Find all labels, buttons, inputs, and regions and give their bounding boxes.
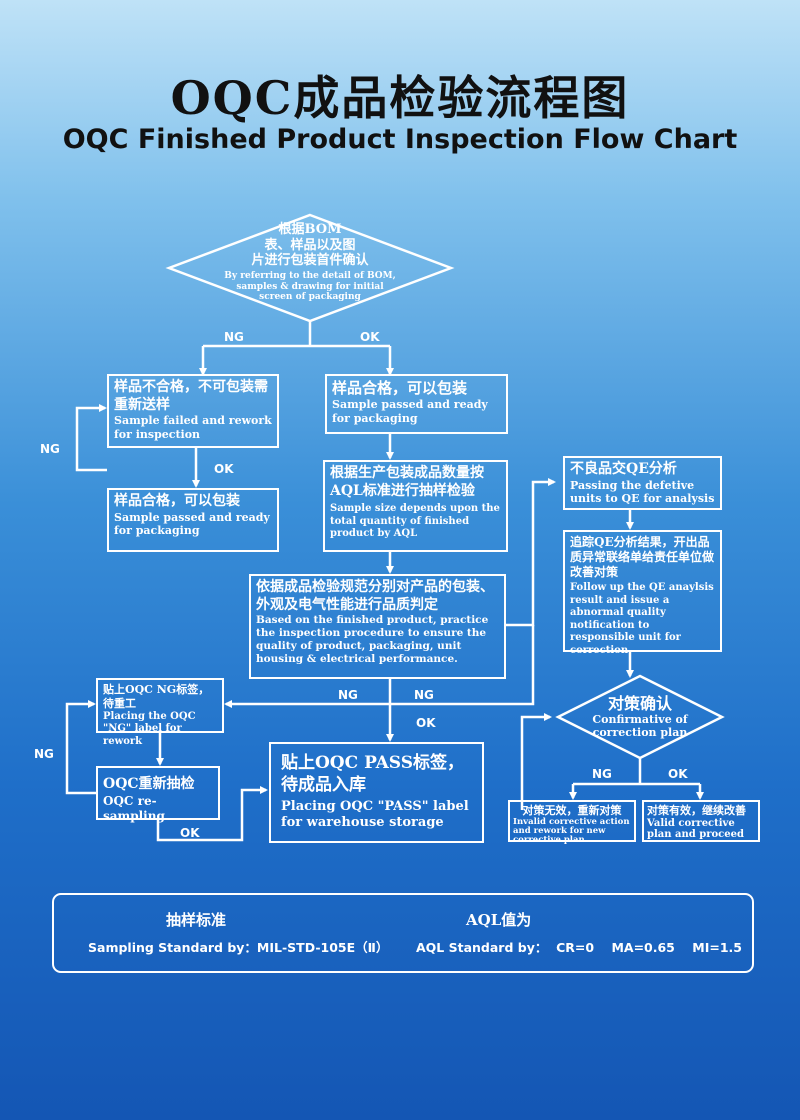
start-cn-line1: 根据BOM — [278, 222, 342, 237]
box-resampling: OQC重新抽检 OQC re-sampling — [96, 766, 220, 823]
invalid-en: Invalid corrective action and rework for… — [513, 816, 630, 846]
start-en-line3: screen of packaging — [259, 292, 361, 303]
page-title-cn: OQC成品检验流程图 — [170, 71, 630, 125]
footer-aql-cn: AQL值为 — [466, 911, 532, 929]
footer-sampling-en: Sampling Standard by：MIL-STD-105E（Ⅱ） — [88, 940, 389, 955]
sample-passed-left-en: Sample passed and ready for packaging — [114, 510, 270, 538]
label-ok-resample: OK — [180, 826, 200, 840]
pass-storage-cn: 贴上OQC PASS标签，待成品入库 — [281, 753, 464, 796]
sample-failed-cn: 样品不合格，不可包装需重新送样 — [114, 379, 268, 413]
valid-cn: 对策有效，继续改善 — [647, 804, 746, 817]
invalid-cn: 对策无效，重新对策 — [522, 804, 622, 817]
resampling-cn: OQC重新抽检 — [103, 776, 195, 792]
ng-label-en: Placing the OQC "NG" label for rework — [103, 710, 196, 747]
qe-analysis-en: Passing the defetive units to QE for ana… — [570, 478, 715, 506]
label-ok-confirm: OK — [668, 767, 688, 781]
box-aql-sampling: 根据生产包装成品数量按AQL标准进行抽样检验 Sample size depen… — [323, 460, 508, 552]
box-pass-storage: 贴上OQC PASS标签，待成品入库 Placing OQC "PASS" la… — [269, 742, 484, 843]
box-sample-passed: 样品合格，可以包装 Sample passed and ready for pa… — [325, 374, 508, 434]
box-ng-label: 贴上OQC NG标签，待重工 Placing the OQC "NG" labe… — [96, 678, 224, 747]
valid-en: Valid corrective plan and proceed — [647, 817, 744, 840]
label-ng-left-loop: NG — [40, 442, 60, 456]
label-ok-left: OK — [214, 462, 234, 476]
label-ng-judge-2: NG — [414, 688, 434, 702]
start-en-line1: By referring to the detail of BOM, — [224, 270, 396, 281]
label-ok-start: OK — [360, 330, 380, 344]
qe-analysis-cn: 不良品交QE分析 — [570, 461, 677, 477]
box-sample-failed: 样品不合格，不可包装需重新送样 Sample failed and rework… — [107, 374, 279, 448]
label-ng-resample-loop: NG — [34, 747, 54, 761]
box-valid: 对策有效，继续改善 Valid corrective plan and proc… — [642, 800, 760, 842]
start-en-line2: samples & drawing for initial — [236, 281, 384, 292]
confirm-node: 对策确认 Confirmative of correction plan — [572, 694, 708, 740]
qe-followup-cn: 追踪QE分析结果，开出品质异常联络单给责任单位做改善对策 — [570, 535, 715, 579]
sample-passed-left-cn: 样品合格，可以包装 — [114, 493, 240, 509]
box-quality-judge: 依据成品检验规范分别对产品的包装、外观及电气性能进行品质判定 Based on … — [249, 574, 506, 679]
label-ng-start: NG — [224, 330, 244, 344]
label-ng-confirm: NG — [592, 767, 612, 781]
quality-judge-en: Based on the finished product, practice … — [256, 614, 489, 666]
aql-sampling-cn: 根据生产包装成品数量按AQL标准进行抽样检验 — [330, 465, 484, 499]
aql-sampling-en: Sample size depends upon the total quant… — [330, 503, 500, 539]
label-ok-judge: OK — [416, 716, 436, 730]
footer-sampling-cn: 抽样标准 — [166, 911, 227, 929]
footer-standards: 抽样标准 Sampling Standard by：MIL-STD-105E（Ⅱ… — [52, 893, 754, 973]
box-qe-followup: 追踪QE分析结果，开出品质异常联络单给责任单位做改善对策 Follow up t… — [563, 530, 722, 656]
start-cn-line3: 片进行包装首件确认 — [251, 253, 369, 269]
qe-followup-en: Follow up the QE anaylsis result and iss… — [570, 582, 714, 656]
box-invalid: 对策无效，重新对策 Invalid corrective action and … — [508, 800, 636, 845]
start-cn-line2: 表、样品以及图 — [264, 237, 356, 253]
page-title-en: OQC Finished Product Inspection Flow Cha… — [62, 124, 738, 155]
sample-passed-en: Sample passed and ready for packaging — [332, 397, 488, 425]
resampling-en: OQC re-sampling — [103, 793, 165, 823]
box-qe-analysis: 不良品交QE分析 Passing the defetive units to Q… — [563, 456, 722, 510]
confirm-cn: 对策确认 — [607, 694, 672, 713]
confirm-en-line2: correction plan — [592, 726, 688, 740]
label-ng-judge-1: NG — [338, 688, 358, 702]
start-node: 根据BOM 表、样品以及图 片进行包装首件确认 By referring to … — [210, 222, 410, 303]
sample-failed-en: Sample failed and rework for inspection — [114, 414, 272, 441]
sample-passed-cn: 样品合格，可以包装 — [332, 379, 468, 397]
ng-label-cn: 贴上OQC NG标签，待重工 — [103, 683, 210, 710]
box-sample-passed-left: 样品合格，可以包装 Sample passed and ready for pa… — [107, 488, 279, 552]
pass-storage-en: Placing OQC "PASS" label for warehouse s… — [281, 799, 469, 831]
quality-judge-cn: 依据成品检验规范分别对产品的包装、外观及电气性能进行品质判定 — [256, 579, 494, 613]
footer-aql-en: AQL Standard by： CR=0 MA=0.65 MI=1.5 — [416, 940, 742, 955]
confirm-en-line1: Confirmative of — [592, 713, 688, 727]
